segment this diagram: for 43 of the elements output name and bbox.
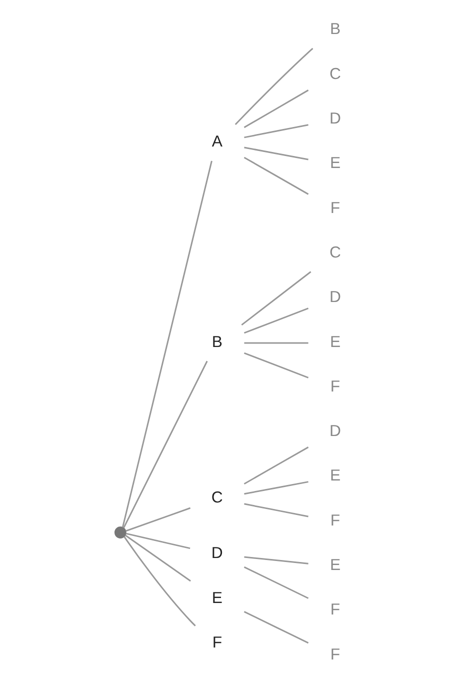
connector (123, 536, 196, 626)
node-text: D (329, 110, 340, 128)
node-text: E (329, 334, 340, 351)
connector (124, 507, 190, 532)
connector (244, 146, 308, 160)
connector (234, 48, 313, 125)
connector (243, 352, 308, 378)
node-text: D (329, 289, 340, 306)
node-text: E (329, 468, 340, 485)
node-text: F (330, 200, 340, 217)
node-text: A (211, 133, 222, 150)
node-text: E (329, 557, 340, 574)
node-text: F (330, 378, 340, 396)
connector (243, 566, 308, 599)
node-text: C (329, 66, 340, 83)
connector (243, 156, 308, 195)
connector (125, 532, 190, 550)
node-circle (114, 526, 126, 538)
connector (244, 342, 308, 344)
node-text: F (330, 646, 340, 664)
connector (122, 360, 208, 528)
node-text: E (211, 590, 222, 607)
node-text: D (210, 545, 222, 562)
connector (244, 481, 308, 495)
connector (243, 90, 308, 128)
connector (243, 308, 308, 334)
node-text: F (330, 512, 340, 530)
connector (121, 160, 212, 528)
node-text: B (329, 21, 340, 38)
node-text: C (210, 490, 222, 507)
node-text: E (329, 155, 340, 172)
node-text: B (211, 334, 222, 351)
node-text: F (330, 602, 340, 619)
connector (243, 611, 308, 644)
connector (240, 271, 311, 326)
connector (244, 503, 308, 518)
connector (244, 556, 308, 564)
connector (244, 124, 308, 138)
node-text: F (212, 634, 222, 652)
connector (124, 534, 190, 582)
node-text: C (329, 244, 340, 262)
node-text: D (329, 423, 340, 440)
connector (243, 446, 308, 484)
